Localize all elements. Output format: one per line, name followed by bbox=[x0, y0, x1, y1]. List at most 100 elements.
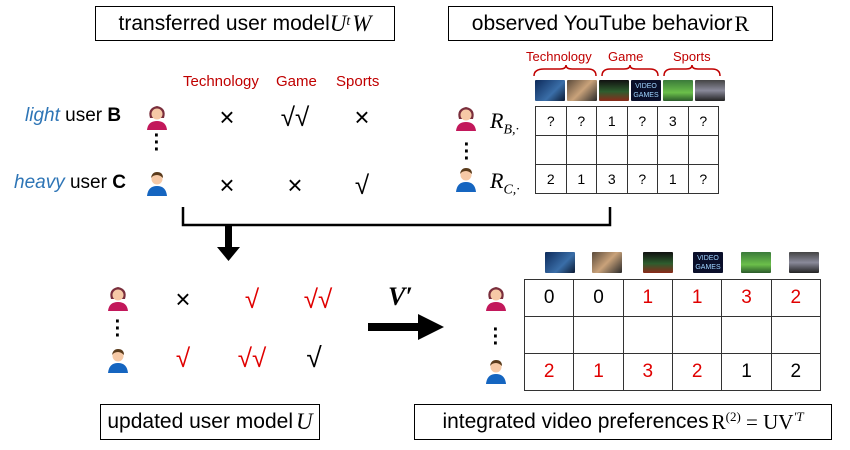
cell bbox=[596, 135, 628, 165]
v-main: V bbox=[388, 282, 406, 311]
cell: 2 bbox=[523, 353, 575, 391]
cell bbox=[565, 135, 597, 165]
v-prime-label: V′ bbox=[388, 282, 413, 312]
cell: ? bbox=[626, 106, 658, 136]
cell bbox=[622, 316, 673, 354]
r-main: R bbox=[490, 108, 504, 133]
category-technology: Technology bbox=[183, 73, 259, 90]
label-text: observed YouTube behavior bbox=[471, 11, 733, 35]
r-main: R bbox=[490, 168, 504, 193]
cell bbox=[523, 316, 575, 354]
male-user-avatar bbox=[486, 360, 506, 384]
cell: 1 bbox=[565, 164, 597, 194]
thumb-sports-2 bbox=[695, 80, 725, 101]
cell: ? bbox=[687, 164, 719, 194]
cell bbox=[626, 135, 658, 165]
updated-user-model-label: updated user model U bbox=[100, 404, 320, 440]
updated-c-game: √√ bbox=[237, 343, 267, 373]
updated-b-technology: × bbox=[175, 284, 191, 314]
cell bbox=[687, 135, 719, 165]
formula-sup2: ′T bbox=[793, 409, 804, 424]
cell: 1 bbox=[657, 164, 689, 194]
r-sub: B,· bbox=[503, 122, 520, 138]
male-user-avatar bbox=[456, 168, 476, 192]
light-user-b-label: light user B bbox=[25, 105, 121, 127]
thumb-sports-1 bbox=[663, 80, 693, 101]
user-id: C bbox=[112, 172, 126, 193]
cell: 2 bbox=[671, 353, 723, 391]
label-text: transferred user model bbox=[118, 11, 330, 35]
category-sports: Sports bbox=[336, 73, 380, 90]
user-id: B bbox=[107, 105, 122, 126]
cell: 2 bbox=[770, 279, 822, 317]
heavy-mark-sports: √ bbox=[354, 170, 370, 200]
cell: 2 bbox=[770, 353, 822, 391]
female-user-avatar bbox=[147, 106, 167, 130]
ellipsis-vertical: ··· bbox=[153, 125, 161, 161]
sup-t: t bbox=[346, 13, 351, 29]
cell bbox=[535, 135, 567, 165]
ellipsis-vertical: ··· bbox=[114, 311, 122, 347]
math-u: U bbox=[329, 10, 347, 36]
updated-b-sports: √√ bbox=[303, 284, 333, 314]
heavy-mark-game: × bbox=[287, 170, 303, 200]
merge-connector bbox=[181, 207, 612, 261]
light-adj: light bbox=[25, 105, 60, 126]
thumb-technology-1 bbox=[535, 80, 565, 101]
category-game: Game bbox=[276, 73, 317, 90]
updated-c-sports: √ bbox=[306, 342, 322, 373]
ellipsis-vertical: ··· bbox=[492, 319, 500, 355]
thumb-sports-2 bbox=[789, 252, 819, 273]
thumb-technology-1 bbox=[545, 252, 575, 273]
row-label-rb: RB,· bbox=[490, 108, 519, 138]
category-braces bbox=[533, 64, 721, 77]
cell bbox=[770, 316, 822, 354]
math-u: U bbox=[296, 409, 313, 434]
light-mark-game: √√ bbox=[280, 102, 310, 132]
formula-r: R bbox=[711, 410, 726, 434]
right-arrow-icon bbox=[368, 314, 444, 340]
cell: ? bbox=[535, 106, 567, 136]
cell: 1 bbox=[622, 279, 673, 317]
formula: R(2) = UV′T bbox=[712, 409, 804, 435]
user-word: user bbox=[64, 172, 113, 193]
integrated-preferences-label: integrated video preferences R(2) = UV′T bbox=[414, 404, 832, 440]
cell: 1 bbox=[671, 279, 723, 317]
ellipsis-vertical: ··· bbox=[463, 134, 471, 170]
user-word: user bbox=[59, 105, 108, 126]
observed-behavior-label: observed YouTube behavior R bbox=[448, 6, 773, 41]
thumb-technology-2 bbox=[567, 80, 597, 101]
cell: 1 bbox=[573, 353, 624, 391]
observed-matrix: ? ? 1 ? 3 ? 2 1 3 ? 1 ? bbox=[535, 106, 719, 194]
cell: ? bbox=[687, 106, 719, 136]
math-r: R bbox=[734, 10, 750, 36]
female-user-avatar bbox=[456, 107, 476, 131]
female-user-avatar bbox=[108, 287, 128, 311]
cell: 3 bbox=[721, 279, 772, 317]
cell: ? bbox=[565, 106, 597, 136]
integrated-matrix: 0 0 1 1 3 2 2 1 3 2 1 2 bbox=[523, 279, 822, 391]
cell: 0 bbox=[523, 279, 575, 317]
small-category-technology: Technology bbox=[526, 49, 592, 64]
cell: 1 bbox=[596, 106, 628, 136]
thumb-sports-1 bbox=[741, 252, 771, 273]
r-sub: C,· bbox=[503, 182, 520, 198]
thumb-game-1 bbox=[643, 252, 673, 273]
cell bbox=[671, 316, 723, 354]
light-mark-technology: × bbox=[219, 102, 235, 132]
cell bbox=[573, 316, 624, 354]
formula-rest: = UV bbox=[740, 410, 794, 434]
label-text: integrated video preferences bbox=[442, 410, 709, 433]
cell: 0 bbox=[573, 279, 624, 317]
cell bbox=[657, 135, 689, 165]
label-text: updated user model bbox=[107, 410, 293, 433]
cell bbox=[721, 316, 772, 354]
cell: 3 bbox=[657, 106, 689, 136]
female-user-avatar bbox=[486, 287, 506, 311]
thumb-game-1 bbox=[599, 80, 629, 101]
cell: ? bbox=[626, 164, 658, 194]
male-user-avatar bbox=[108, 349, 128, 373]
